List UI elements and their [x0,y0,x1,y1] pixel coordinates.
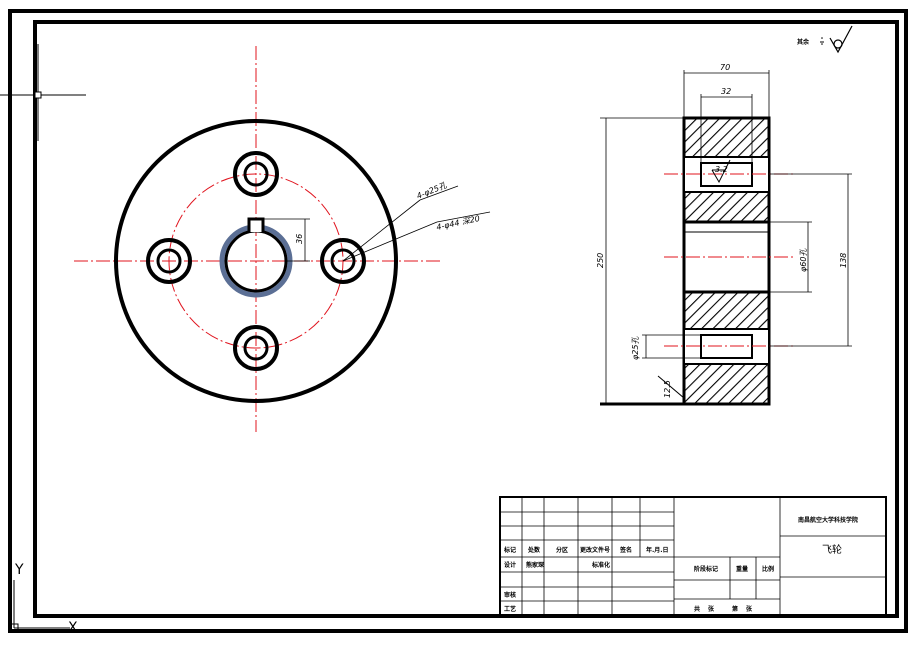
school-name: 南昌航空大学科技学院 [798,516,858,524]
svg-text:张: 张 [708,605,715,613]
roughness-symbol-outer: 12.5 [657,375,685,400]
width-dim-text: 70 [720,63,730,72]
svg-text:共: 共 [694,605,700,613]
svg-text:阶段标记: 阶段标记 [694,565,718,573]
bolt-circle-dim-text: 138 [839,253,848,268]
crosshair-cursor [0,44,86,141]
counterbore-hole-right [320,238,366,284]
recess-dim-text: 32 [721,87,731,96]
svg-text:X: X [68,620,78,636]
svg-text:重量: 重量 [736,565,748,573]
front-view: 36 4-φ25孔 4-φ44 深20 [74,46,491,432]
svg-text:3.2: 3.2 [715,165,728,174]
leader-small-hole [342,199,421,262]
svg-text:标记: 标记 [503,546,516,554]
svg-text:审核: 审核 [504,591,516,599]
roughness-note: 其余 [797,25,853,54]
key-dim-text: 36 [295,234,304,244]
leader-large-hole [342,221,438,262]
hole-small-label: 4-φ25孔 [415,180,448,200]
part-name: 飞轮 [822,543,842,556]
svg-text:比例: 比例 [762,565,774,573]
svg-text:张: 张 [746,605,753,613]
svg-text:第: 第 [731,605,738,613]
bore-dim-text: φ60孔 [799,248,808,272]
keyway [247,217,265,232]
counterbore-hole-left [146,238,192,284]
svg-text:分区: 分区 [556,546,568,554]
svg-text:熊家琛: 熊家琛 [526,561,545,569]
height-dim-text: 250 [596,253,605,268]
svg-text:处数: 处数 [527,546,541,554]
section-view: 70 32 250 138 φ60孔 φ25孔 3.2 12.5 [596,63,852,406]
svg-text:签名: 签名 [619,546,632,554]
ucs-icon: Y X [10,562,78,636]
small-hole-dim-text: φ25孔 [631,336,640,360]
svg-text:工艺: 工艺 [504,605,516,613]
svg-text:设计: 设计 [504,561,516,569]
svg-text:其余: 其余 [797,38,810,46]
counterbore-hole-top [233,151,279,197]
svg-text:Y: Y [14,562,24,578]
svg-text:年.月.日: 年.月.日 [646,546,669,554]
title-block: 标记 处数 分区 更改文件号 签名 年.月.日 设计 熊家琛 标准化 审核 工艺… [499,496,887,616]
roughness-checkmark-icon [829,25,853,54]
inner-frame [33,20,899,618]
svg-text:12.5: 12.5 [663,380,672,398]
counterbore-hole-bottom [233,325,279,371]
hole-large-label: 4-φ44 深20 [436,214,481,232]
roughness-symbol-recess: 3.2 [711,159,731,184]
svg-text:更改文件号: 更改文件号 [580,546,610,554]
flywheel-outline [114,119,398,403]
svg-text:标准化: 标准化 [591,561,610,569]
outer-frame [8,9,908,633]
